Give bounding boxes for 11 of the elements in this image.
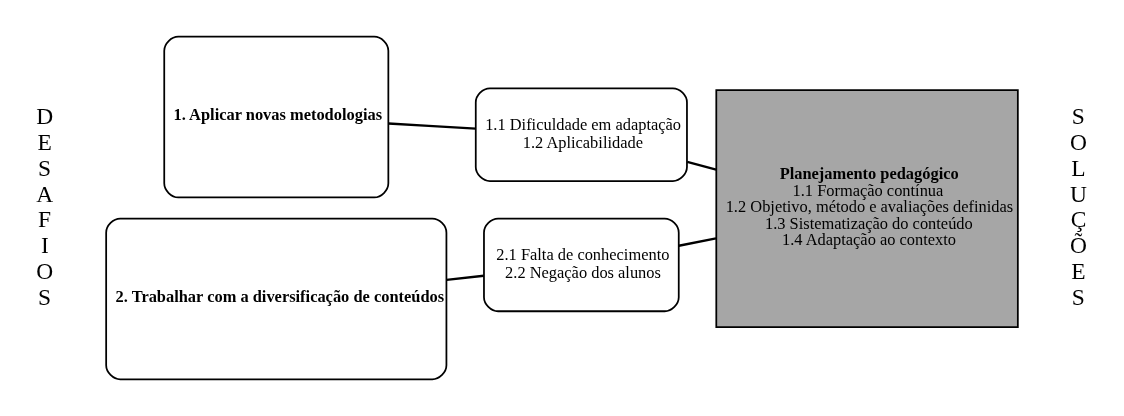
node-box: Planejamento pedagógico 1.1 Formação contínua 1.2 Objetivo, método e avaliações definidas 1.3 Sistematização do conteúdo 1.4 Adaptação ao contexto xyxy=(715,89,1019,328)
node-box: 1. Aplicar novas metodologias xyxy=(163,35,390,199)
connector xyxy=(686,160,717,171)
label: DESAFIOS xyxy=(36,103,54,310)
connector xyxy=(388,122,476,130)
node-box: 2.1 Falta de conhecimento 2.2 Negação dos alunos xyxy=(483,217,680,313)
label: SOLUÇÕES xyxy=(1070,103,1087,310)
connector xyxy=(678,237,717,247)
node-box: 1.1 Dificuldade em adaptação 1.2 Aplicabilidade xyxy=(474,87,688,182)
connector xyxy=(446,274,484,282)
node-box: 2. Trabalhar com a diversificação de conteúdos xyxy=(105,217,448,381)
